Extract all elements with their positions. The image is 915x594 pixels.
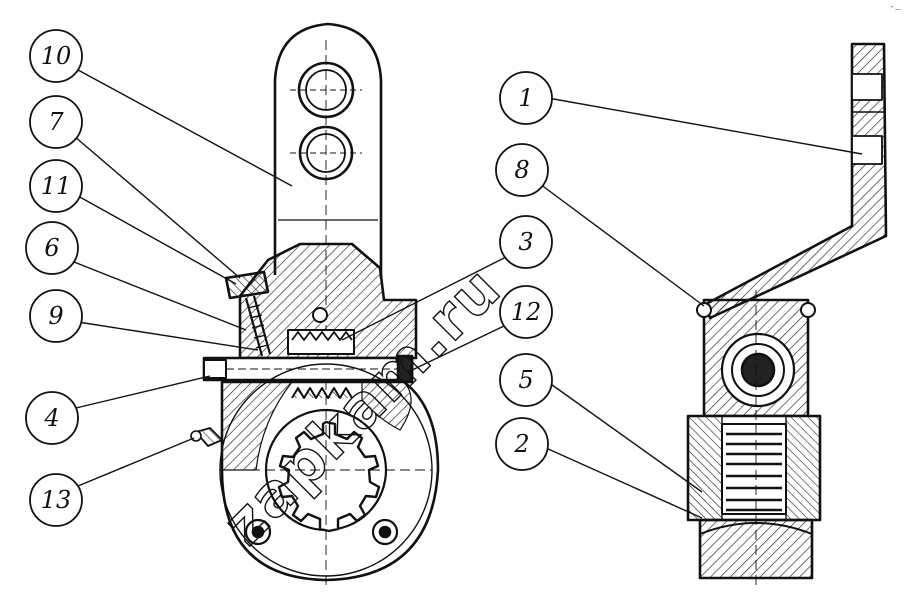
callout-9: 9 (29, 289, 83, 343)
mounting-hole-left (244, 518, 272, 546)
side-view (686, 42, 888, 590)
callout-6: 6 (25, 221, 79, 275)
callout-10: 10 (29, 29, 83, 83)
worm-end-mid (731, 343, 785, 397)
callout-label-4: 4 (43, 404, 59, 432)
worm-shaft-tip (203, 359, 227, 379)
housing-bolt (312, 307, 328, 323)
grease-fitting (195, 427, 223, 447)
callout-1: 1 (499, 71, 553, 125)
lever-side-slot-1 (851, 73, 883, 101)
callout-label-3: 3 (518, 228, 533, 256)
callout-3: 3 (499, 215, 553, 269)
front-view (190, 22, 440, 586)
callout-label-6: 6 (44, 234, 59, 262)
callout-label-10: 10 (41, 42, 72, 70)
worm-wheel-teeth (291, 387, 353, 399)
gear-housing-hatch-right (361, 381, 412, 431)
callout-8: 8 (495, 143, 549, 197)
callout-label-8: 8 (514, 156, 529, 184)
lever-arm (273, 22, 383, 278)
callout-label-7: 7 (48, 108, 64, 136)
callout-label-1: 1 (518, 84, 533, 112)
callout-label-12: 12 (511, 298, 542, 326)
callout-11: 11 (29, 159, 83, 213)
callout-5: 5 (499, 353, 553, 407)
mounting-hole-right (371, 518, 399, 546)
callout-2: 2 (495, 417, 549, 471)
lever-side-slot-2 (851, 135, 883, 165)
callout-label-2: 2 (513, 430, 529, 458)
callout-12: 12 (499, 285, 553, 339)
callout-4: 4 (25, 391, 79, 445)
callout-label-5: 5 (518, 366, 533, 394)
callout-7: 7 (29, 95, 83, 149)
corner-mark: ʺ — (890, 6, 901, 13)
callout-label-13: 13 (41, 486, 72, 514)
worm-end-inner (740, 352, 776, 388)
bearing-roller-lines (726, 432, 782, 512)
callouts: 10 7 11 6 9 4 13 3 12 1 8 5 2 (25, 29, 553, 527)
callout-label-9: 9 (48, 302, 63, 330)
callout-13: 13 (29, 473, 83, 527)
adjusting-bolt (224, 270, 270, 300)
callout-label-11: 11 (41, 172, 72, 200)
splined-hub (277, 420, 381, 533)
worm-teeth (291, 331, 353, 341)
leader-lines (73, 69, 863, 519)
